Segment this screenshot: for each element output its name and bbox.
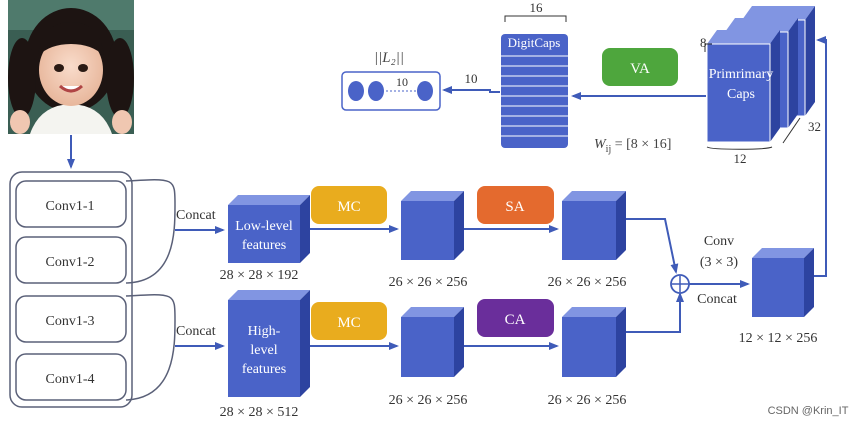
concat-top-label: Concat — [176, 208, 216, 223]
ca-box: CA — [477, 299, 554, 337]
digitcaps-label: DigitCaps — [508, 35, 561, 50]
conv-1-2-label: Conv1-2 — [46, 255, 95, 270]
conv-1-3-label: Conv1-3 — [46, 314, 95, 329]
add-operator-icon — [670, 274, 690, 294]
va-label: VA — [630, 61, 650, 77]
final-dims: 12 × 12 × 256 — [739, 331, 818, 346]
low-level-line2: features — [242, 238, 286, 253]
mc-bottom-box: MC — [311, 302, 387, 340]
final-cube — [752, 248, 814, 317]
concat-merge-label: Concat — [697, 292, 737, 307]
mc-top-box: MC — [311, 186, 387, 224]
primary-caps-line1: Primrimary — [709, 67, 774, 82]
merge-bottom-arrow — [626, 292, 684, 333]
ca-label: CA — [505, 312, 526, 328]
wij-label: Wij = [8 × 16] — [594, 137, 671, 155]
conv-1-1: Conv1-1 — [15, 180, 127, 228]
mid-bottom-dims: 26 × 26 × 256 — [389, 393, 468, 408]
concat-bottom-label: Concat — [176, 324, 216, 339]
concat-top-bracket — [125, 178, 176, 284]
low-level-dims: 28 × 28 × 192 — [220, 268, 299, 283]
output-capsule-1 — [348, 81, 364, 101]
right-bottom-dims: 26 × 26 × 256 — [548, 393, 627, 408]
wij-rest: = [8 × 16] — [611, 137, 671, 152]
primary-caps-32: 32 — [808, 119, 821, 134]
conv-1-2: Conv1-2 — [15, 236, 127, 284]
right-top-dims: 26 × 26 × 256 — [548, 275, 627, 290]
output-vector: 10 — [341, 71, 441, 111]
wij-sub: ij — [606, 144, 612, 155]
conv-1-1-label: Conv1-1 — [46, 199, 95, 214]
high-level-line3: features — [242, 362, 286, 377]
right-bottom-cube — [562, 307, 626, 377]
conv-1-4: Conv1-4 — [15, 353, 127, 401]
mc-top-label: MC — [337, 199, 360, 215]
output-10-inner: 10 — [396, 75, 408, 89]
low-level-line1: Low-level — [235, 219, 293, 234]
conv-1-4-label: Conv1-4 — [46, 372, 95, 387]
primary-caps-line2: Caps — [727, 87, 755, 102]
primary-caps-12-brace — [706, 146, 773, 150]
primary-caps-stack: Primrimary Caps — [706, 6, 815, 143]
output-capsule-3 — [417, 81, 433, 101]
mid-top-cube — [401, 191, 464, 260]
digitcaps-16-bracket — [504, 15, 567, 22]
mid-bottom-cube — [401, 307, 464, 377]
wij-w: W — [594, 137, 607, 152]
va-box: VA — [602, 48, 678, 86]
output-10-outer: 10 — [465, 71, 478, 86]
high-level-dims: 28 × 28 × 512 — [220, 405, 299, 420]
conv-label: Conv — [704, 234, 734, 249]
conv-1-3: Conv1-3 — [15, 295, 127, 343]
digit-to-output-arrow — [442, 86, 500, 94]
merge-top-arrow — [626, 218, 679, 274]
primary-caps-8: 8 — [700, 35, 707, 50]
right-top-cube — [562, 191, 626, 260]
high-level-features-cube: High- level features — [228, 290, 310, 397]
digitcaps-16: 16 — [530, 0, 544, 15]
high-level-line2: level — [250, 343, 277, 358]
low-level-features-cube: Low-level features — [228, 195, 310, 263]
watermark: CSDN @Krin_IT — [768, 405, 849, 417]
mid-top-dims: 26 × 26 × 256 — [389, 275, 468, 290]
portrait-photo — [8, 0, 134, 134]
final-to-primary-arrow — [814, 36, 827, 277]
output-capsule-2 — [368, 81, 384, 101]
concat-bottom-bracket — [125, 293, 176, 401]
conv-column — [9, 171, 133, 408]
digitcaps-block: DigitCaps — [501, 34, 568, 148]
primary-caps-12: 12 — [734, 151, 747, 166]
mc-bottom-label: MC — [337, 315, 360, 331]
sa-box: SA — [477, 186, 554, 224]
primary-caps-8-bracket — [704, 43, 712, 52]
high-level-line1: High- — [248, 324, 281, 339]
sa-label: SA — [505, 199, 524, 215]
primary-caps-32-bracket — [782, 117, 801, 144]
norm-label: ||L₂|| — [374, 50, 404, 66]
conv-kernel-label: (3 × 3) — [700, 255, 739, 270]
digitcaps-rows — [501, 55, 568, 137]
